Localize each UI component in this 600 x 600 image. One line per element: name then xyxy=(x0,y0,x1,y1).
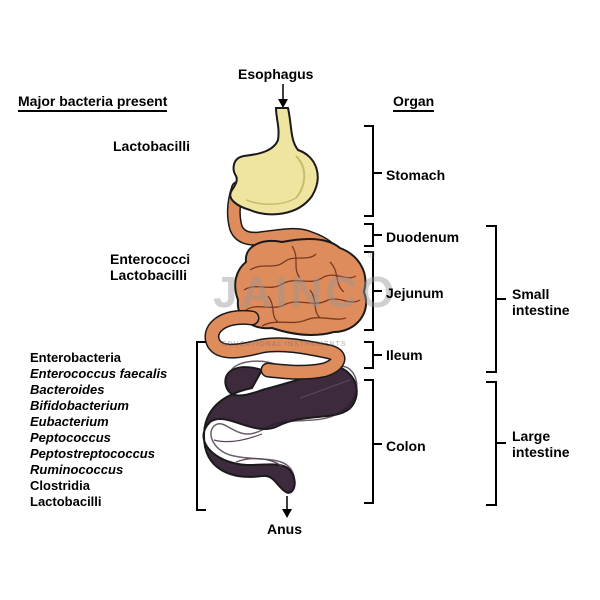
watermark-registered-mark: ® xyxy=(368,250,376,261)
esophagus-arrow xyxy=(278,84,288,108)
bacteria-large-item: Bacteroides xyxy=(30,382,105,397)
stomach-shape xyxy=(229,107,319,216)
organ-label-colon: Colon xyxy=(386,438,426,454)
region-label-large-intestine-line2: intestine xyxy=(512,444,570,460)
bacteria-large-item: Enterobacteria xyxy=(30,350,122,365)
bacteria-large-item: Peptococcus xyxy=(30,430,111,445)
ileum-bracket xyxy=(364,341,374,369)
colon-bracket xyxy=(364,379,374,504)
bacteria-large-item: Enterococcus faecalis xyxy=(30,366,168,381)
watermark-logo-text: JAINCO xyxy=(213,268,398,317)
organ-label-duodenum: Duodenum xyxy=(386,229,460,245)
region-label-small-intestine-line1: Small xyxy=(512,286,550,302)
organ-label-stomach: Stomach xyxy=(386,167,446,183)
region-label-small-intestine-line2: intestine xyxy=(512,302,570,318)
stomach-bracket xyxy=(364,125,374,217)
bacteria-large-item: Peptostreptococcus xyxy=(30,446,155,461)
bacteria-stomach-lactobacilli: Lactobacilli xyxy=(113,138,191,154)
duodenum-bracket xyxy=(364,223,374,247)
organ-brackets xyxy=(196,125,506,511)
anus-arrow xyxy=(282,496,292,518)
organ-label-jejunum: Jejunum xyxy=(386,285,444,301)
large-intestine-bacteria-bracket xyxy=(196,341,206,511)
organ-label-ileum: Ileum xyxy=(386,347,423,363)
esophagus-label: Esophagus xyxy=(238,66,314,82)
bacteria-small-lactobacilli: Lactobacilli xyxy=(110,267,188,283)
small-intestine-bracket xyxy=(486,225,497,373)
watermark-tagline: EDUCATIONAL INSTRUMENTS xyxy=(222,341,347,348)
region-label-large-intestine-line1: Large xyxy=(512,428,551,444)
bacteria-large-item: Lactobacilli xyxy=(30,494,102,509)
small-intestine-shape xyxy=(204,181,367,380)
bacteria-large-item: Clostridia xyxy=(30,478,90,493)
bacteria-small-enterococci: Enterococci xyxy=(110,251,191,267)
bacteria-large-item: Eubacterium xyxy=(30,414,109,429)
bacteria-column-header: Major bacteria present xyxy=(18,93,168,112)
colon-shape xyxy=(202,360,358,494)
anus-label: Anus xyxy=(267,521,302,537)
bacteria-large-item: Bifidobacterium xyxy=(30,398,129,413)
organ-column-header: Organ xyxy=(393,93,435,112)
large-intestine-bracket xyxy=(486,381,497,506)
bacteria-large-item: Ruminococcus xyxy=(30,462,124,477)
